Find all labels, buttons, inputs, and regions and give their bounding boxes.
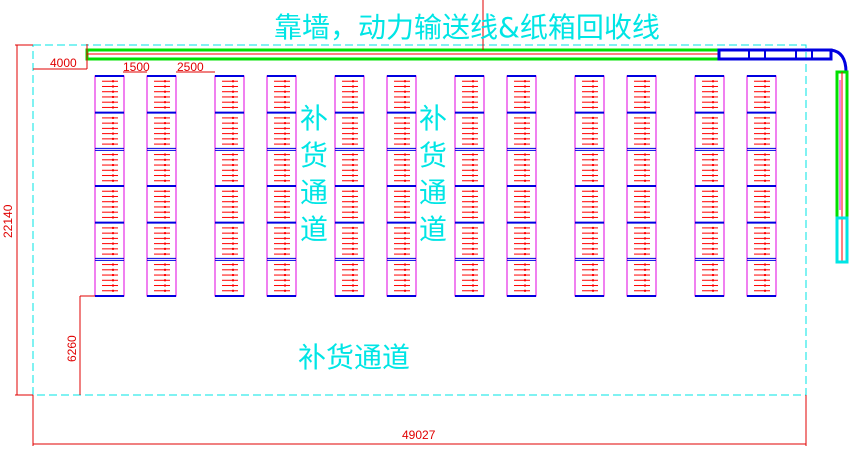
conveyor-blue-segment	[717, 48, 833, 61]
aisle-label-vertical-2: 补货通道	[418, 100, 448, 248]
aisle-label-text: 补货通道	[299, 102, 328, 246]
aisle-label-vertical-1: 补货通道	[299, 100, 329, 248]
aisle-label-bottom: 补货通道	[298, 341, 411, 374]
dim-offset-left: 4000	[50, 56, 77, 70]
aisle-label-text: 补货通道	[418, 102, 447, 246]
dim-total-height: 22140	[1, 204, 15, 238]
dim-rack-width: 1500	[123, 60, 150, 74]
dim-bottom-aisle-height: 6260	[65, 335, 79, 362]
carton-recycling-end	[835, 216, 849, 264]
conveyor-curve	[830, 48, 848, 73]
dim-aisle-width: 2500	[177, 60, 204, 74]
site-boundary	[32, 44, 807, 396]
conveyor-label: 靠墙，动力输送线&纸箱回收线	[274, 11, 660, 44]
dim-total-width: 49027	[402, 428, 436, 442]
